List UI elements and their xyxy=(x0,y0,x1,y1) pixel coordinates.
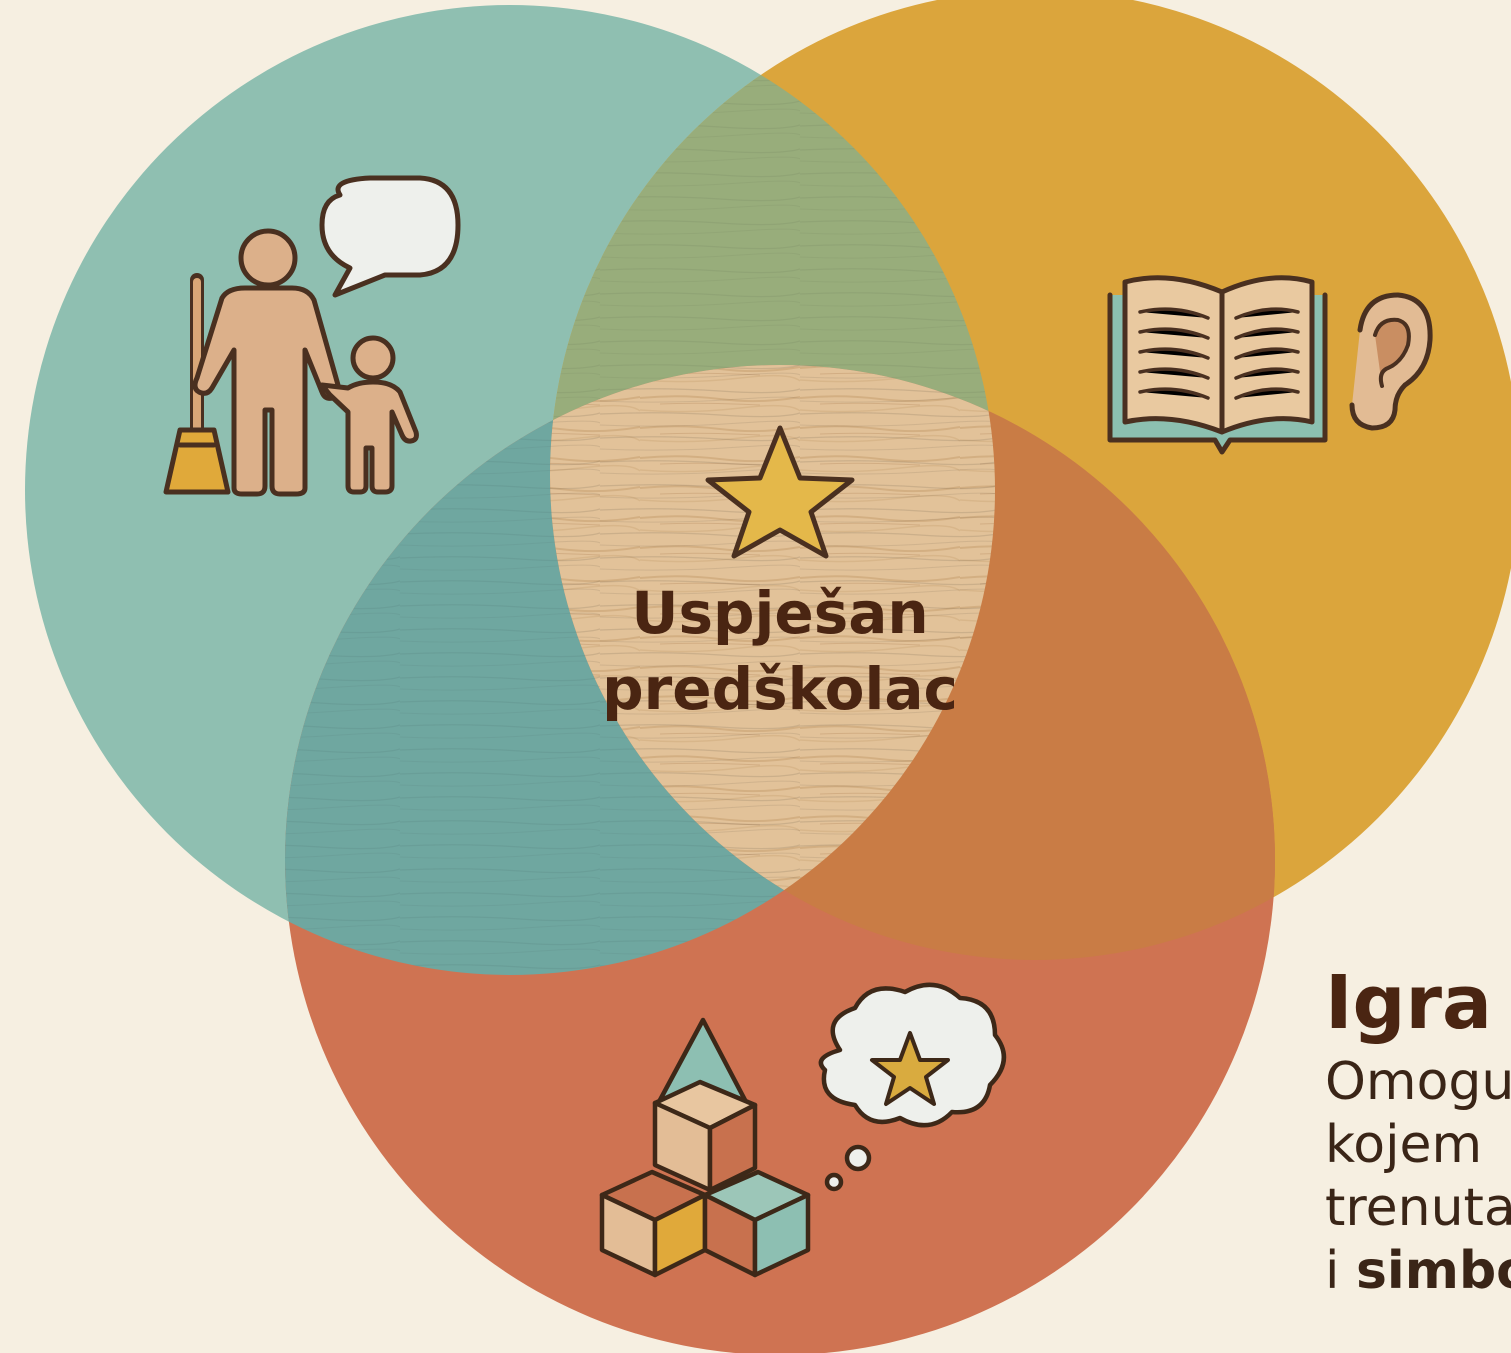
thought-cloud-icon xyxy=(818,982,1006,1192)
open-book-icon xyxy=(1107,275,1328,455)
literacy-icon-group xyxy=(1107,275,1433,455)
side-line: kojem xyxy=(1325,1115,1483,1175)
child-icon xyxy=(319,335,419,495)
building-blocks-icon xyxy=(599,1017,811,1278)
star-icon xyxy=(705,425,855,559)
speech-bubble-icon xyxy=(319,175,461,298)
broom-icon xyxy=(163,273,231,495)
side-line-bold: simbo xyxy=(1355,1241,1511,1301)
side-title: Igra xyxy=(1325,960,1492,1046)
play-icon-group xyxy=(599,982,1006,1278)
thought-star-icon xyxy=(870,1031,950,1106)
ear-icon xyxy=(1349,292,1433,431)
side-line-prefix: i xyxy=(1325,1241,1356,1301)
side-line-last: i simbo xyxy=(1325,1240,1511,1303)
side-text-panel: Igra Omogu kojem trenuta i simbo xyxy=(1325,955,1511,1353)
side-lines: Omogu kojem trenuta i simbo xyxy=(1325,1051,1511,1303)
center-label: Uspješan predškolac xyxy=(560,575,1000,727)
side-line: Omogu xyxy=(1325,1052,1511,1112)
center-label-line2: predškolac xyxy=(602,655,958,723)
side-line: trenuta xyxy=(1325,1178,1511,1238)
adult-icon xyxy=(192,228,342,497)
center-label-line1: Uspješan xyxy=(631,579,929,647)
household-icon-group xyxy=(163,175,461,497)
